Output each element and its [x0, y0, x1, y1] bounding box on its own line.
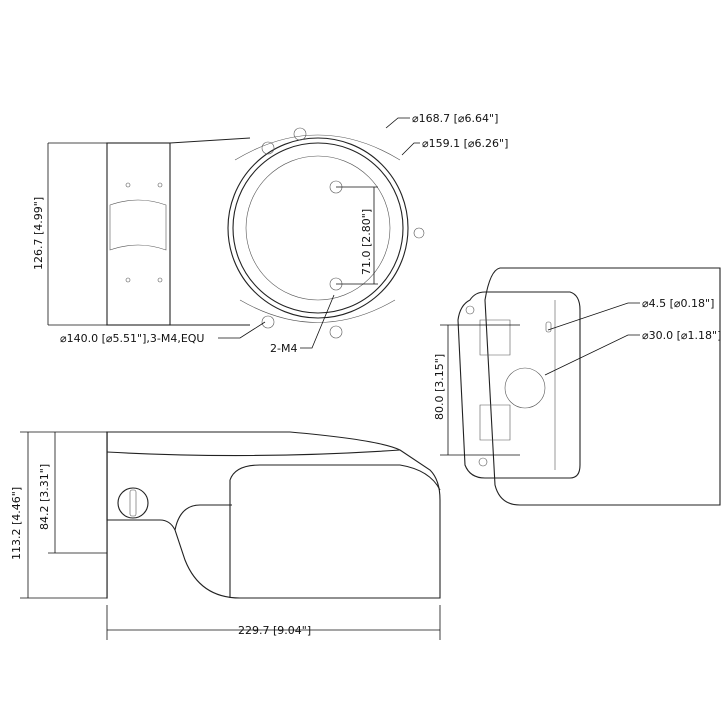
bolt-circle-label: ⌀140.0 [⌀5.51"],3-M4,EQU [60, 332, 204, 345]
inner-diameter-label: ⌀159.1 [⌀6.26"] [422, 137, 508, 150]
knob [117, 487, 149, 519]
bracket-arm-top [106, 142, 171, 326]
top-height-label: 126.7 [4.99"] [32, 197, 45, 270]
mounting-plate [457, 291, 581, 479]
small-hole-label: ⌀4.5 [⌀0.18"] [642, 297, 714, 310]
hole-spacing-label: 71.0 [2.80"] [360, 209, 373, 275]
screw-hole [293, 127, 307, 141]
total-height-label: 113.2 [4.46"] [10, 487, 23, 560]
screw-hole [261, 315, 275, 329]
side-view: 113.2 [4.46"] 84.2 [3.31"] 229.7 [9.04"] [10, 431, 441, 640]
screw-hole [413, 227, 425, 239]
cable-hole-label: ⌀30.0 [⌀1.18"] [642, 329, 721, 342]
inner-circle [232, 142, 404, 314]
top-view: ⌀168.7 [⌀6.64"] ⌀159.1 [⌀6.26"] 126.7 [4… [32, 112, 508, 355]
front-spacing-label: 80.0 [3.15"] [433, 354, 446, 420]
screw-hole [261, 141, 275, 155]
screw-hole [329, 325, 343, 339]
length-label: 229.7 [9.04"] [238, 624, 311, 637]
body-height-label: 84.2 [3.31"] [38, 464, 51, 530]
cable-hole [504, 367, 546, 409]
screws-label: 2-M4 [270, 342, 297, 355]
outer-circle [227, 137, 409, 319]
outer-diameter-label: ⌀168.7 [⌀6.64"] [412, 112, 498, 125]
front-view: ⌀4.5 [⌀0.18"] ⌀30.0 [⌀1.18"] 80.0 [3.15"… [433, 267, 721, 506]
